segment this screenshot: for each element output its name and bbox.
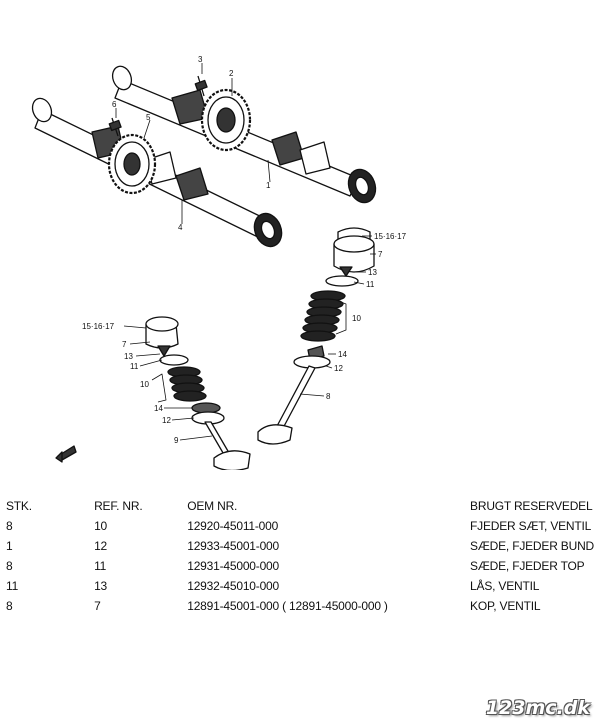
callout-14-right: 14 (338, 350, 347, 359)
cell-ref: 11 (94, 559, 107, 573)
table-row: 8 11 12931-45000-000 SÆDE, FJEDER TOP (6, 556, 594, 576)
cell-ref: 10 (94, 519, 108, 533)
cell-oem: 12931-45000-000 (187, 559, 279, 573)
callout-7-right: 7 (378, 250, 383, 259)
watermark-logo: 123mc.dk (485, 697, 590, 719)
table-row: 1 12 12933-45001-000 SÆDE, FJEDER BUND (6, 536, 594, 556)
callout-13-left: 13 (124, 352, 133, 361)
callout-11-left: 11 (130, 362, 139, 371)
callout-12-right: 12 (334, 364, 343, 373)
callout-11-right: 11 (366, 280, 375, 289)
callout-15-16-17-right: 15·16·17 (374, 232, 407, 241)
cell-name: FJEDER SÆT, VENTIL (470, 519, 592, 533)
header-oem-nr: OEM NR. (187, 499, 238, 513)
callout-4: 4 (178, 223, 183, 232)
cell-qty: 8 (6, 599, 13, 613)
callout-10-left: 10 (140, 380, 149, 389)
cell-ref: 12 (94, 539, 108, 553)
table-header-row: STK. REF. NR. OEM NR. BRUGT RESERVEDEL (6, 496, 594, 516)
callout-7-left: 7 (122, 340, 127, 349)
cell-oem: 12891-45001-000 ( 12891-45000-000 ) (187, 599, 388, 613)
cell-oem: 12932-45010-000 (187, 579, 279, 593)
callout-13-right: 13 (368, 268, 377, 277)
cell-name: LÅS, VENTIL (470, 579, 540, 593)
cell-ref: 7 (94, 599, 101, 613)
header-qty: STK. (6, 499, 32, 513)
sprocket-upper (200, 88, 252, 152)
callout-14-left: 14 (154, 404, 163, 413)
header-ref-nr: REF. NR. (94, 499, 143, 513)
callout-1: 1 (266, 181, 271, 190)
callout-8: 8 (326, 392, 331, 401)
front-arrow-icon (55, 445, 77, 463)
callout-5: 5 (146, 113, 151, 122)
table-row: 8 10 12920-45011-000 FJEDER SÆT, VENTIL (6, 516, 594, 536)
cell-name: KOP, VENTIL (470, 599, 541, 613)
cell-qty: 8 (6, 559, 13, 573)
valve-assembly-left (145, 316, 251, 470)
cell-oem: 12933-45001-000 (187, 539, 279, 553)
callout-9: 9 (174, 436, 179, 445)
callout-3: 3 (198, 55, 203, 64)
cell-oem: 12920-45011-000 (187, 519, 279, 533)
cell-name: SÆDE, FJEDER BUND (470, 539, 594, 553)
header-part-name: BRUGT RESERVEDEL (470, 499, 593, 513)
cell-name: SÆDE, FJEDER TOP (470, 559, 585, 573)
callout-2: 2 (229, 69, 234, 78)
callout-10-right: 10 (352, 314, 361, 323)
valve-assembly-right (257, 227, 375, 445)
cell-qty: 1 (6, 539, 13, 553)
bolt-lower (108, 117, 122, 137)
parts-diagram: 1 2 3 4 5 6 15·16·17 7 13 11 10 14 12 8 … (31, 55, 407, 470)
table-row: 11 13 12932-45010-000 LÅS, VENTIL (6, 576, 594, 596)
cell-ref: 13 (94, 579, 108, 593)
callout-15-16-17-left: 15·16·17 (82, 322, 115, 331)
sprocket-lower (107, 133, 157, 195)
callout-6: 6 (112, 100, 117, 109)
cell-qty: 11 (6, 579, 19, 593)
callout-12-left: 12 (162, 416, 171, 425)
cell-qty: 8 (6, 519, 13, 533)
parts-table: STK. REF. NR. OEM NR. BRUGT RESERVEDEL 8… (6, 496, 594, 616)
bolt-upper (194, 75, 208, 97)
table-row: 8 7 12891-45001-000 ( 12891-45000-000 ) … (6, 596, 594, 616)
